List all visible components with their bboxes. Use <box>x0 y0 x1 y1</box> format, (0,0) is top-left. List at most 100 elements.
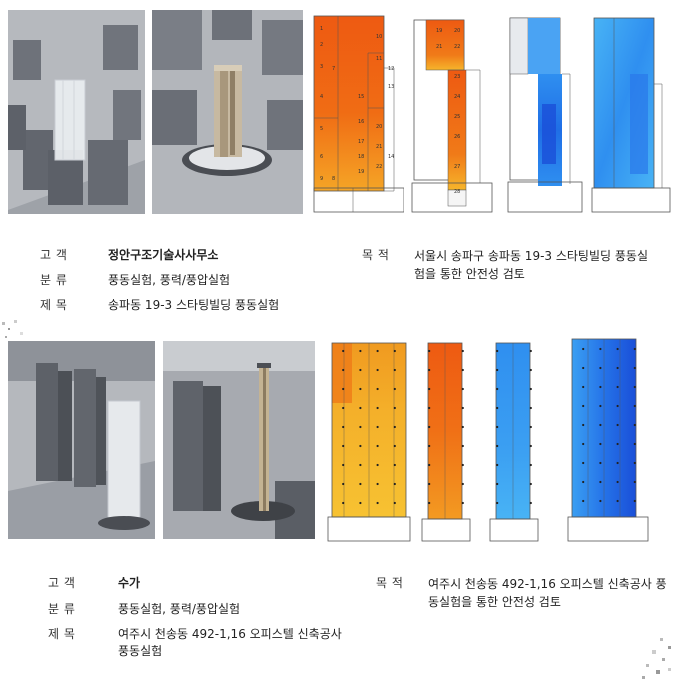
project1-title-label: 제 목 <box>40 298 68 312</box>
pressure-tap-marker <box>428 349 431 353</box>
diagram1-point-label: 9 <box>320 176 323 182</box>
diagram1-point-label: 2 <box>320 42 323 48</box>
pressure-tap-marker <box>461 463 464 467</box>
pressure-tap-marker <box>342 368 345 372</box>
diagram1-point-label: 14 <box>388 154 394 160</box>
pressure-tap-marker <box>461 368 464 372</box>
project2-client-label: 고 객 <box>48 576 76 590</box>
diagram2-point-label: 22 <box>454 44 460 50</box>
pressure-tap-marker <box>359 406 362 410</box>
pressure-tap-marker <box>529 349 532 353</box>
project2-title-label: 제 목 <box>48 627 76 641</box>
project1-client-label: 고 객 <box>40 248 68 262</box>
project1-model-photo-wide <box>8 10 145 214</box>
pressure-tap-marker <box>616 347 619 351</box>
pressure-tap-marker <box>633 347 636 351</box>
pressure-tap-marker <box>376 463 379 467</box>
diagram1-point-label: 19 <box>358 169 364 175</box>
pressure-tap-marker <box>496 501 499 505</box>
project2-pressure-diagram-1 <box>326 337 412 543</box>
pressure-tap-marker <box>359 425 362 429</box>
pressure-tap-marker <box>359 482 362 486</box>
pressure-tap-marker <box>633 366 636 370</box>
pressure-tap-marker <box>582 347 585 351</box>
pressure-tap-marker <box>582 366 585 370</box>
diagram2-point-label: 27 <box>454 164 460 170</box>
pressure-tap-marker <box>529 482 532 486</box>
pressure-tap-marker <box>529 406 532 410</box>
pressure-tap-marker <box>342 482 345 486</box>
pressure-tap-marker <box>342 406 345 410</box>
diagram1-point-label: 22 <box>376 164 382 170</box>
pressure-tap-marker <box>582 480 585 484</box>
pressure-tap-marker <box>376 387 379 391</box>
pressure-tap-marker <box>376 349 379 353</box>
pressure-tap-marker <box>599 347 602 351</box>
project1-purpose-value: 서울시 송파구 송파동 19-3 스타팅빌딩 풍동실험을 통한 안전성 검토 <box>414 249 648 281</box>
diagram1-point-label: 13 <box>388 84 394 90</box>
project1-model-photo-closeup <box>152 10 303 214</box>
pressure-tap-marker <box>616 480 619 484</box>
pressure-tap-marker <box>599 480 602 484</box>
diagram2-point-label: 20 <box>454 28 460 34</box>
pressure-tap-marker <box>582 423 585 427</box>
diagram1-point-label: 5 <box>320 126 323 132</box>
pressure-tap-marker <box>376 406 379 410</box>
pressure-tap-marker <box>496 349 499 353</box>
project2-client-value: 수가 <box>118 576 141 590</box>
pressure-tap-marker <box>616 461 619 465</box>
pressure-tap-marker <box>376 482 379 486</box>
pressure-tap-marker <box>529 425 532 429</box>
diagram1-point-label: 12 <box>388 66 394 72</box>
pressure-tap-marker <box>633 385 636 389</box>
decorative-dots-bottom-right <box>642 638 671 679</box>
pressure-tap-marker <box>359 368 362 372</box>
pressure-tap-marker <box>393 406 396 410</box>
pressure-tap-marker <box>529 368 532 372</box>
diagram2-point-label: 24 <box>454 94 460 100</box>
pressure-tap-marker <box>393 501 396 505</box>
project2-category-label: 분 류 <box>48 602 76 616</box>
pressure-tap-marker <box>359 501 362 505</box>
pressure-tap-marker <box>461 425 464 429</box>
decorative-dots-top-left <box>2 320 23 338</box>
diagram1-point-label: 8 <box>332 176 335 182</box>
diagram2-point-label: 28 <box>454 189 460 195</box>
diagram2-point-label: 19 <box>436 28 442 34</box>
pressure-tap-marker <box>393 463 396 467</box>
diagram1-point-label: 16 <box>358 119 364 125</box>
pressure-tap-marker <box>633 423 636 427</box>
pressure-tap-marker <box>461 501 464 505</box>
pressure-tap-marker <box>376 368 379 372</box>
pressure-tap-marker <box>461 406 464 410</box>
pressure-tap-marker <box>633 480 636 484</box>
pressure-tap-marker <box>616 366 619 370</box>
pressure-tap-marker <box>529 387 532 391</box>
pressure-tap-marker <box>376 501 379 505</box>
pressure-tap-marker <box>461 387 464 391</box>
pressure-tap-marker <box>582 461 585 465</box>
pressure-tap-marker <box>616 404 619 408</box>
pressure-tap-marker <box>461 444 464 448</box>
pressure-tap-marker <box>428 387 431 391</box>
diagram1-point-label: 3 <box>320 64 323 70</box>
project2-pressure-diagram-2 <box>418 337 474 543</box>
project1-category-label: 분 류 <box>40 273 68 287</box>
pressure-tap-marker <box>633 404 636 408</box>
diagram1-point-label: 7 <box>332 66 335 72</box>
project1-category-value: 풍동실험, 풍력/풍압실험 <box>108 273 231 287</box>
pressure-tap-marker <box>461 482 464 486</box>
pressure-tap-marker <box>496 482 499 486</box>
pressure-tap-marker <box>376 425 379 429</box>
pressure-tap-marker <box>529 444 532 448</box>
pressure-tap-marker <box>428 501 431 505</box>
project2-model-photo-wide <box>8 341 155 539</box>
pressure-tap-marker <box>342 387 345 391</box>
project1-pressure-diagram-4 <box>590 14 672 214</box>
pressure-tap-marker <box>496 444 499 448</box>
project2-pressure-diagram-4 <box>566 335 652 543</box>
pressure-tap-marker <box>582 442 585 446</box>
pressure-tap-marker <box>461 349 464 353</box>
